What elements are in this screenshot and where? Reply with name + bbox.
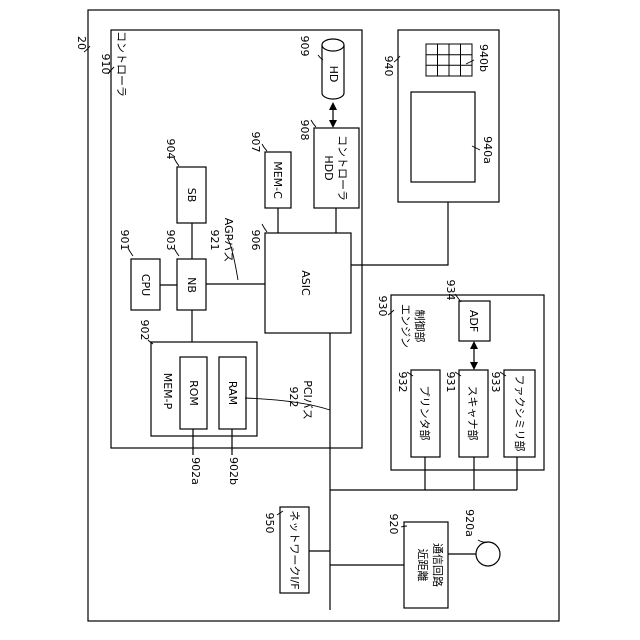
ref-ram: 902b (227, 457, 240, 485)
ref-antenna: 920a (463, 509, 476, 537)
printer-label: プリンタ部 (418, 386, 432, 441)
ref-nb: 903 (164, 230, 177, 251)
ref-nfc: 920 (387, 514, 400, 535)
rom-label: ROM (187, 380, 200, 406)
outer-frame (88, 10, 559, 621)
cpu-label: CPU (139, 274, 152, 296)
scanner-label: スキャナ部 (466, 386, 480, 441)
ref-memc: 907 (249, 132, 262, 153)
hddc-label-line2: コントローラ (336, 135, 349, 201)
memc-label: MEM-C (271, 161, 284, 199)
memp-label: MEM-P (161, 373, 174, 410)
engine-label-line2: 制御部 (413, 310, 427, 343)
sb-label: SB (185, 188, 198, 203)
ref-outer: 20 (75, 36, 88, 50)
ref-controller: 910 (99, 54, 112, 75)
ref-fax: 933 (489, 372, 502, 393)
ref-agp: 921 (208, 230, 221, 251)
nfc-label-line1: 近距離 (416, 549, 430, 582)
fax-label: ファクシミリ部 (513, 375, 527, 452)
engine-label-line1: エンジン (399, 304, 412, 348)
ref-scanner: 931 (444, 372, 457, 393)
ref-hddc: 908 (298, 120, 311, 141)
ref-cpu: 901 (118, 230, 131, 251)
antenna-icon (476, 542, 500, 566)
keypad-icon (426, 44, 472, 76)
nfc-label-line2: 通信回路 (431, 543, 444, 587)
ref-adf: 934 (444, 280, 457, 301)
panel-display (411, 92, 475, 182)
ref-pci: 922 (287, 387, 300, 408)
nb-label: NB (185, 277, 198, 293)
ref-panel: 940 (382, 56, 395, 77)
ref-hd: 909 (298, 36, 311, 57)
hd-label: HD (327, 66, 340, 83)
hddc-label-line1: HDD (322, 155, 335, 180)
adf-label: ADF (467, 310, 480, 332)
ref-asic: 906 (249, 230, 262, 251)
ref-engine: 930 (376, 296, 389, 317)
asic-label: ASIC (299, 270, 312, 296)
ref-netif: 950 (263, 513, 276, 534)
pci-label: PCIバス (301, 380, 314, 420)
ram-label: RAM (226, 381, 239, 405)
ref-display: 940a (481, 136, 494, 164)
controller-label: コントローラ (115, 31, 128, 97)
ref-memp: 902 (138, 320, 151, 341)
netif-label: ネットワークI/F (288, 510, 301, 589)
agp-label: AGPバス (222, 218, 235, 263)
ref-printer: 932 (396, 372, 409, 393)
ref-keys: 940b (477, 44, 490, 72)
ref-sb: 904 (164, 139, 177, 160)
ref-rom: 902a (189, 457, 202, 485)
